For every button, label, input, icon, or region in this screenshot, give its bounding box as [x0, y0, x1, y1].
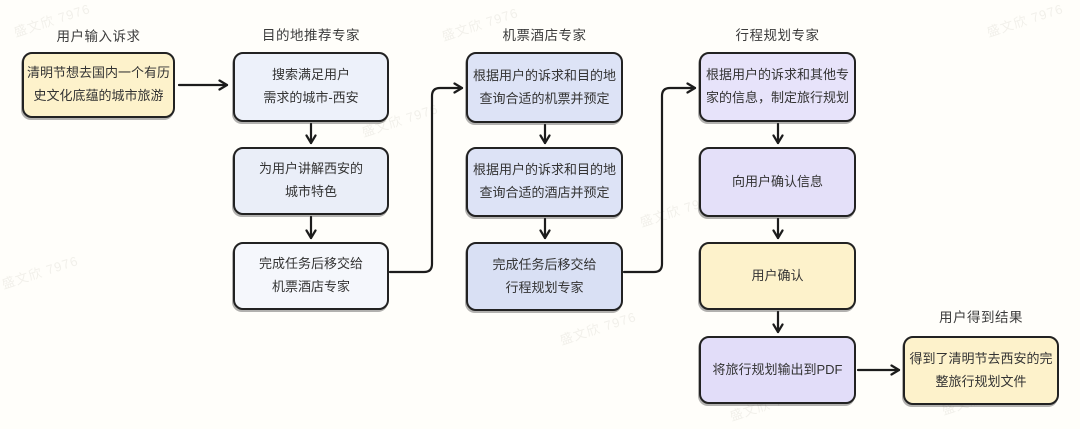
- flow-box-final-result: 得到了清明节去西安的完 整旅行规划文件: [903, 336, 1059, 405]
- box-label: 用户确认: [751, 267, 804, 283]
- box-label: 根据用户的诉求和其他专 家的信息，制定旅行规划: [705, 67, 849, 105]
- column-header-planner-expert: 行程规划专家: [735, 28, 820, 43]
- watermark: 盛文欣 7976: [984, 1, 1066, 40]
- box-label: 完成任务后移交给 行程规划专家: [492, 256, 597, 295]
- box-label: 搜索满足用户 需求的城市-西安: [263, 67, 359, 105]
- column-header-user-result: 用户得到结果: [939, 310, 1023, 325]
- column-header-user-input: 用户输入诉求: [56, 29, 141, 44]
- column-header-destination-expert: 目的地推荐专家: [262, 28, 360, 43]
- box-label: 得到了清明节去西安的完 整旅行规划文件: [909, 350, 1053, 389]
- flow-box-search-city: 搜索满足用户 需求的城市-西安: [233, 52, 389, 122]
- box-label: 向用户确认信息: [731, 173, 823, 189]
- box-label: 完成任务后移交给 机票酒店专家: [258, 256, 363, 294]
- box-label: 清明节想去国内一个有历 史文化底蕴的城市旅游: [26, 65, 170, 103]
- box-label: 为用户讲解西安的 城市特色: [258, 161, 363, 199]
- arrow-handoff2-to-plan: [622, 82, 697, 274]
- flow-box-user-request: 清明节想去国内一个有历 史文化底蕴的城市旅游: [22, 52, 175, 118]
- box-label: 根据用户的诉求和目的地 查询合适的酒店并预定: [472, 162, 616, 200]
- flow-box-handoff-planner: 完成任务后移交给 行程规划专家: [466, 242, 623, 311]
- flow-box-confirm-info: 向用户确认信息: [699, 147, 856, 217]
- flow-box-make-plan: 根据用户的诉求和其他专 家的信息，制定旅行规划: [699, 52, 856, 122]
- column-header-flight-hotel-expert: 机票酒店专家: [502, 28, 587, 43]
- flow-box-user-confirm: 用户确认: [699, 242, 856, 310]
- flow-box-book-flight: 根据用户的诉求和目的地 查询合适的机票并预定: [466, 52, 623, 123]
- flow-box-book-hotel: 根据用户的诉求和目的地 查询合适的酒店并预定: [466, 147, 623, 217]
- flow-box-explain-city: 为用户讲解西安的 城市特色: [233, 147, 389, 215]
- box-label: 根据用户的诉求和目的地 查询合适的机票并预定: [472, 67, 616, 106]
- watermark: 盛文欣 7976: [0, 253, 81, 292]
- flow-box-export-pdf: 将旅行规划输出到PDF: [699, 336, 856, 404]
- flow-box-handoff-flight-hotel: 完成任务后移交给 机票酒店专家: [233, 242, 389, 310]
- box-label: 将旅行规划输出到PDF: [712, 361, 843, 377]
- watermark: 盛文欣 7976: [557, 309, 639, 348]
